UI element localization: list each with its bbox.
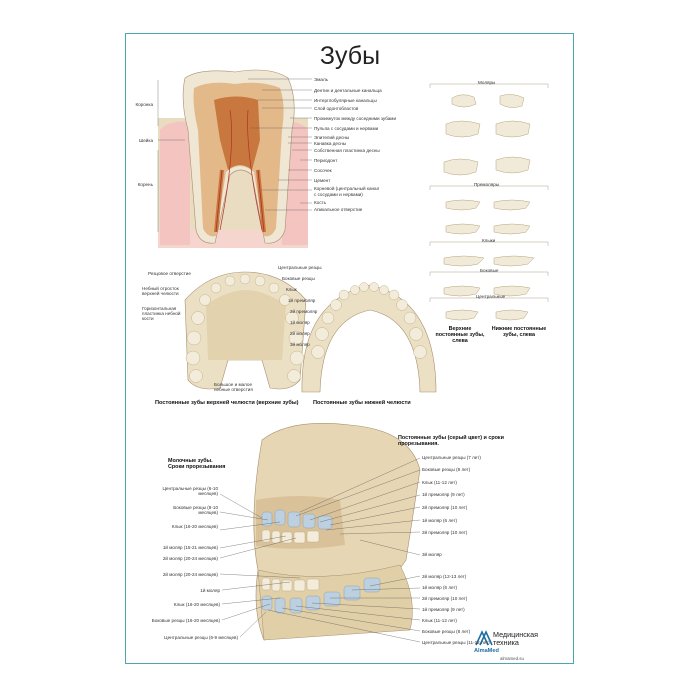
milk-tooth-label: Клык (16-20 месяцев) <box>173 602 220 607</box>
tooth-right-label: Промежуток между соседними зубами <box>314 116 397 121</box>
tooth-label-neck: Шейка <box>139 138 153 143</box>
tooth-right-label: Апикальное отверстие <box>314 207 363 212</box>
tooth-right-label: с сосудами и нервами) <box>314 192 363 197</box>
jaw-center-label: Центральные резцы <box>278 265 322 270</box>
permanent-tooth-label: 1й моляр (6 лет) <box>422 585 458 590</box>
permanent-tooth-label: 1й премоляр (9 лет) <box>422 607 465 612</box>
permanent-tooth-label: 2й премоляр (10 лет) <box>422 530 468 535</box>
permanent-tooth-label: Центральные резцы (7 лет) <box>422 455 481 460</box>
permanent-tooth-label: Клык (11-12 лет) <box>422 618 457 623</box>
tooth-section-illustration <box>157 69 312 248</box>
permanent-tooth-label: Центральные резцы (11-12 лет) <box>422 640 490 645</box>
permanent-tooth-label: Боковые резцы (8 лет) <box>422 629 471 634</box>
permanent-tooth-label: 3й моляр <box>422 552 442 557</box>
milk-tooth-label: 1й моляр (15-21 месяцев) <box>162 545 218 550</box>
upper-jaw-illustration <box>184 271 307 390</box>
tooth-right-label: Цемент <box>314 178 331 183</box>
tooth-right-label: Корневой (центральный канал <box>314 186 380 191</box>
teeth-canines-label: Клыки <box>482 238 496 243</box>
milk-tooth-label: 1й моляр <box>200 588 220 593</box>
permanent-tooth-label: 2й премоляр (10 лет) <box>422 505 468 510</box>
tooth-right-label: Пульпа с сосудами и нервами <box>314 126 379 131</box>
jaw-center-label: Боковые резцы <box>282 276 315 281</box>
tooth-right-label: Собственная пластинка десны <box>314 148 380 153</box>
tooth-right-label: Эпителий десны <box>314 135 350 140</box>
upper-teeth-caption: Верхние постоянные зубы, слева <box>435 326 485 344</box>
milk-teeth-title: Молочные зубы. Сроки прорезывания <box>168 458 226 470</box>
milk-tooth-label: Центральные резцы (6-10 месяцев) <box>162 486 219 496</box>
brand-site: almamed.su <box>500 656 524 661</box>
jaw-center-label: 2й моляр <box>290 331 310 336</box>
brand-text: Медицинская техника <box>493 631 538 647</box>
milk-tooth-label: Боковые резцы (8-10 месяцев) <box>173 505 218 515</box>
jaw-center-label: 1й моляр <box>290 320 310 325</box>
teeth-central-label: Центральные <box>476 294 506 299</box>
milk-tooth-label: Центральные резцы (6-9 месяцев) <box>164 635 238 640</box>
jaw-bottom-label: Большое и малое небные отверстия <box>214 382 253 392</box>
milk-tooth-label: 2й моляр (20-24 месяцев) <box>162 572 218 577</box>
teeth-types-illustration <box>429 83 549 321</box>
almamed-logo-icon <box>475 630 493 646</box>
page-title: Зубы <box>319 42 381 70</box>
permanent-tooth-label: 2й моляр (12-13 лет) <box>422 574 467 579</box>
tooth-right-label: Интерглобулярные канальцы <box>314 98 377 103</box>
milk-tooth-label: Клык (16-20 месяцев) <box>171 524 218 529</box>
lower-jaw-caption: Постоянные зубы нижней челюсти <box>313 400 411 406</box>
permanent-tooth-label: Боковые резцы (8 лет) <box>422 467 471 472</box>
teeth-molars-label: Моляры <box>478 80 496 85</box>
jaw-label: Небный отросток верхней челюсти <box>142 286 179 296</box>
jaw-label: Резцовое отверстие <box>148 271 191 276</box>
jaw-center-label: 2й премоляр <box>290 309 318 314</box>
permanent-tooth-label: Клык (11-12 лет) <box>422 480 457 485</box>
tooth-right-label: Эмаль <box>314 77 329 82</box>
upper-jaw-caption: Постоянные зубы верхней челюсти (верхние… <box>155 400 299 406</box>
tooth-right-label: Слой одонтобластов <box>314 106 359 111</box>
jaw-center-label: Клык <box>286 287 297 292</box>
skull-teeth-illustration <box>219 423 421 643</box>
tooth-right-label: Периодонт <box>314 158 338 163</box>
permanent-tooth-label: 1й премоляр (9 лет) <box>422 492 465 497</box>
permanent-teeth-title: Постоянные зубы (серый цвет) и сроки про… <box>398 435 504 447</box>
tooth-right-label: Кость <box>314 200 327 205</box>
jaw-center-label: 1й премоляр <box>288 298 316 303</box>
tooth-right-label: Дентин и дентальные канальца <box>314 88 382 93</box>
brand-line-2: техника <box>493 638 519 647</box>
tooth-label-root: Корень <box>137 182 153 187</box>
tooth-label-crown: Коронка <box>135 102 153 107</box>
lower-teeth-caption: Нижние постоянные зубы, слева <box>491 326 547 338</box>
jaw-label: Горизонтальная пластинка небной кости <box>142 306 181 321</box>
tooth-right-label: Сосочек <box>314 168 332 173</box>
lower-jaw-illustration <box>301 282 437 393</box>
teeth-lateral-label: Боковые <box>480 268 499 273</box>
jaw-center-label: 3й моляр <box>290 342 310 347</box>
tooth-right-label: Канавка десны <box>314 141 347 146</box>
brand-line-1: Медицинская <box>493 630 539 639</box>
brand-logo-text: AlmaMed <box>474 648 499 654</box>
permanent-tooth-label: 1й моляр (6 лет) <box>422 518 458 523</box>
teeth-premolars-label: Премоляры <box>474 182 500 187</box>
milk-tooth-label: Боковые резцы (16-20 месяцев) <box>151 618 220 623</box>
milk-tooth-label: 2й моляр (20-24 месяцев) <box>162 556 218 561</box>
permanent-tooth-label: 2й премоляр (10 лет) <box>422 596 468 601</box>
